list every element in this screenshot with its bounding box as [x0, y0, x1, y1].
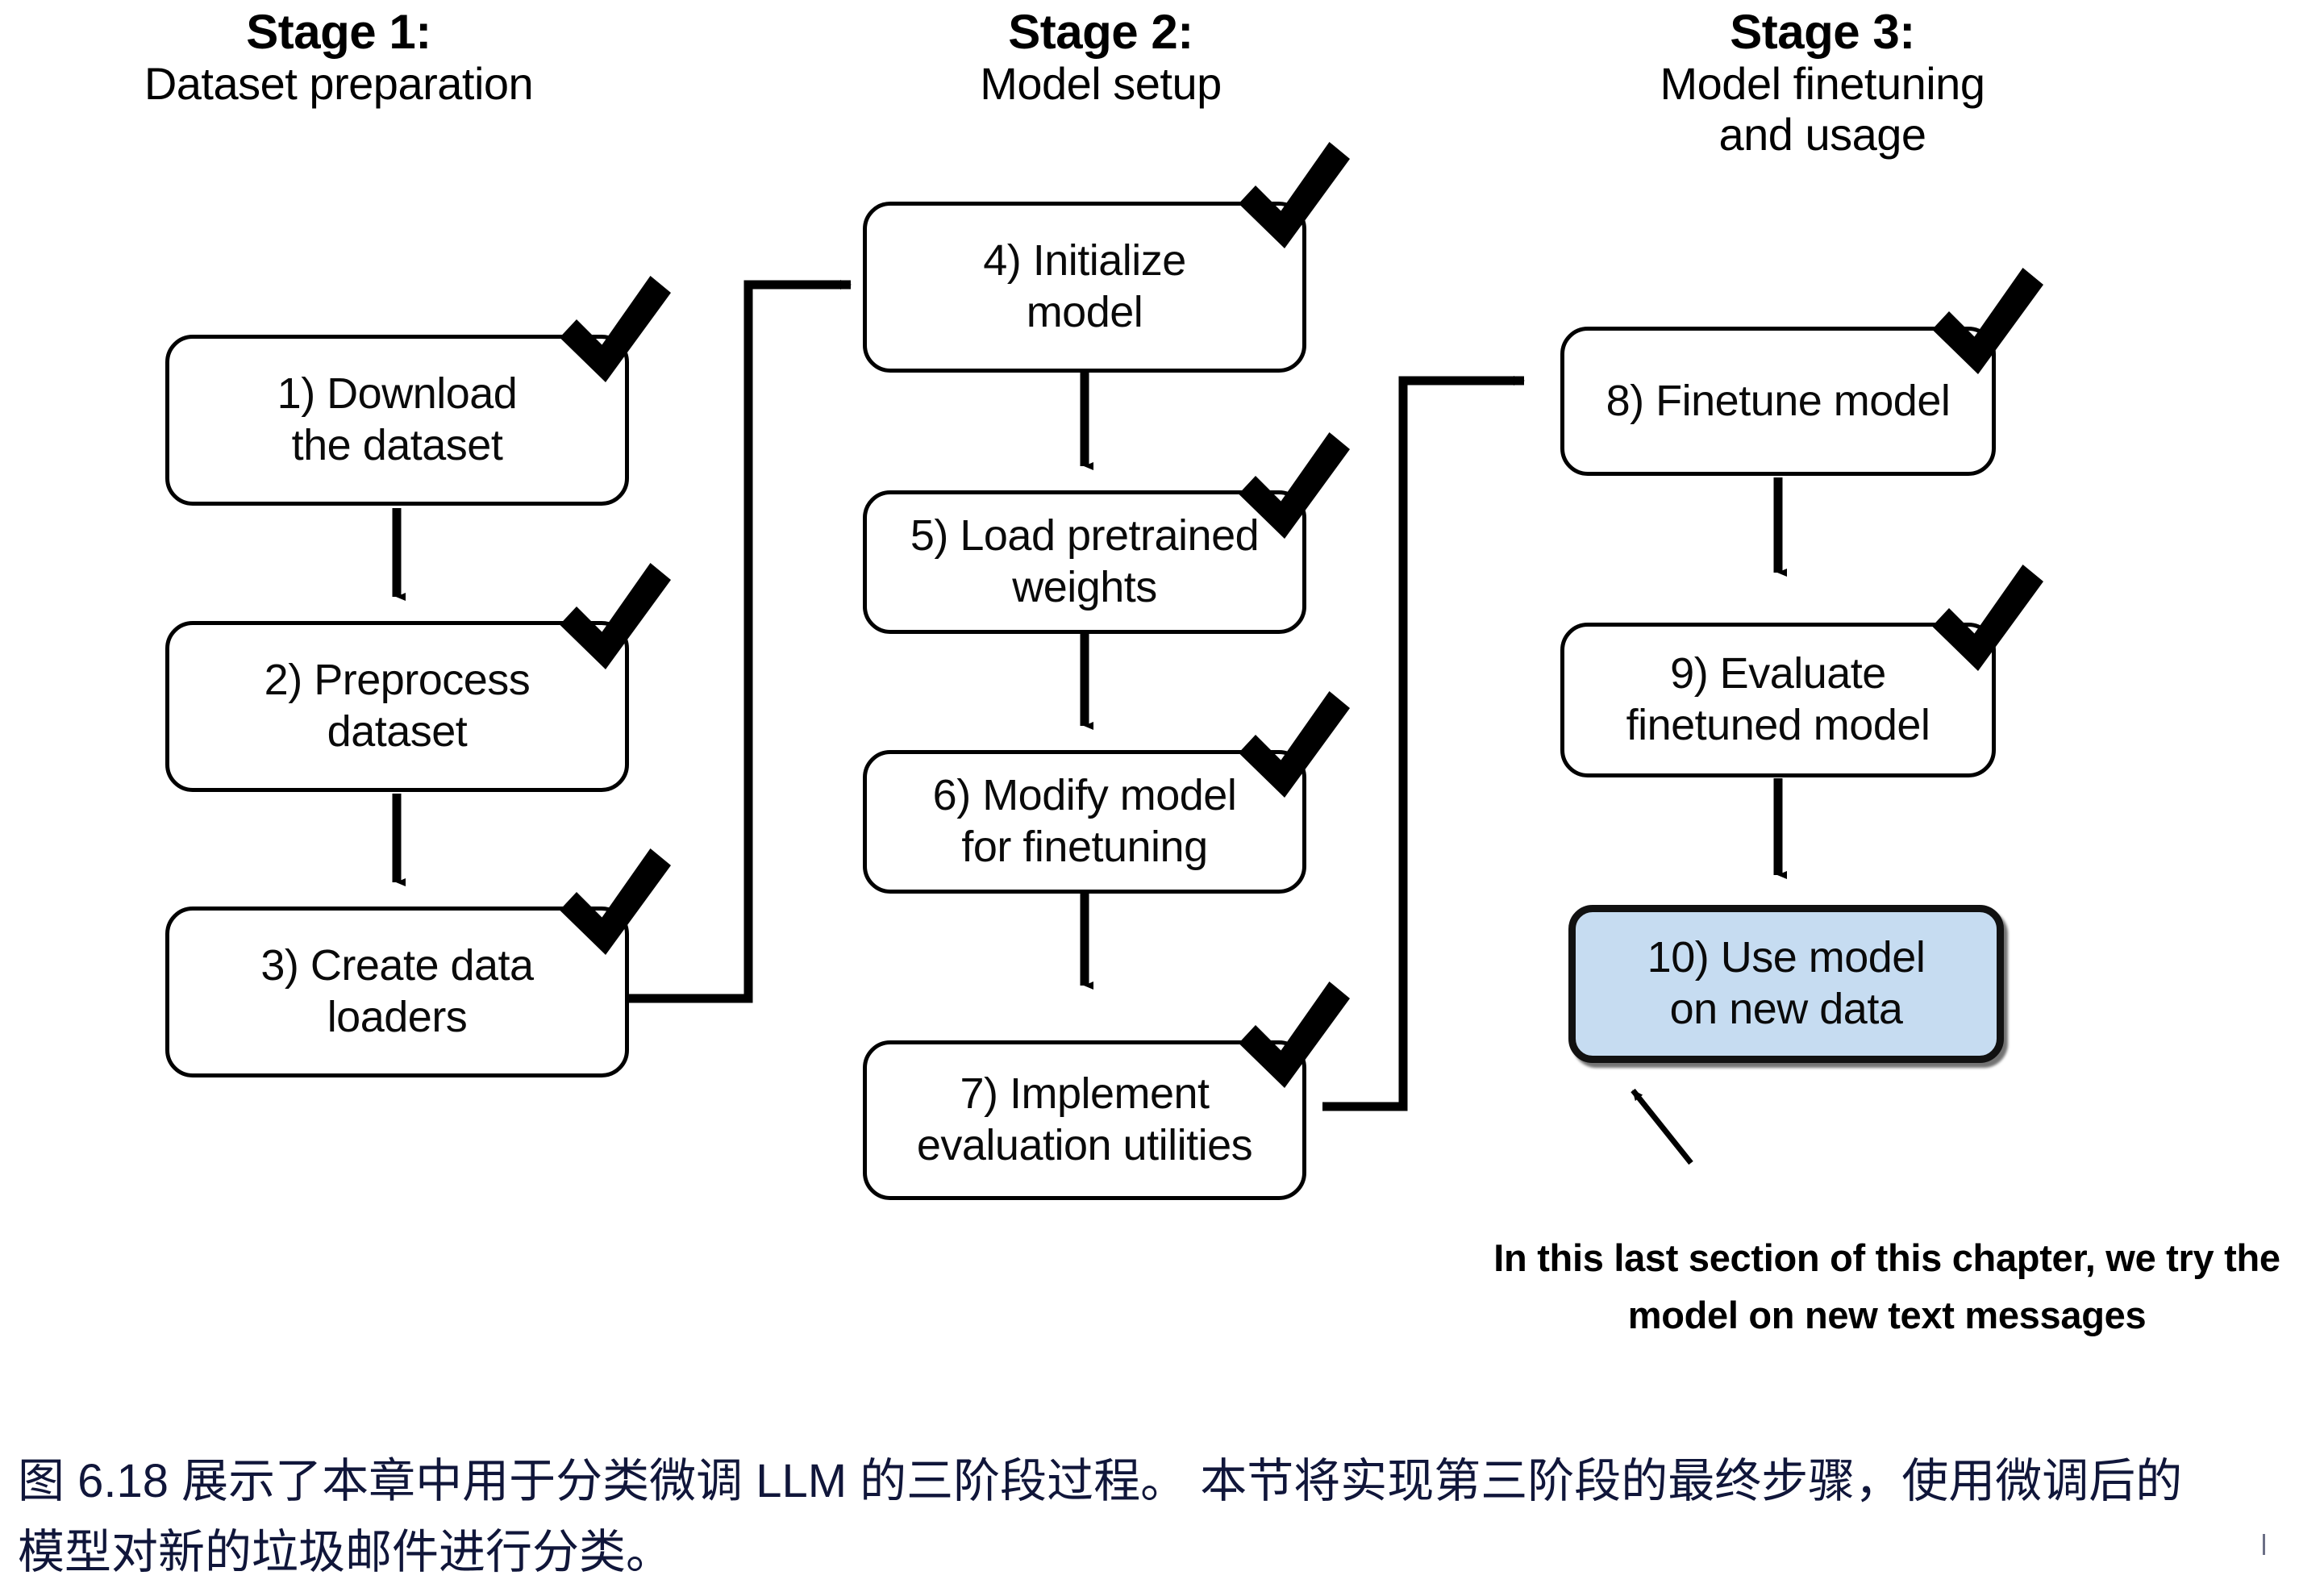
flow-connectors — [392, 280, 1787, 1165]
annotation-pointer-arrow — [1631, 1088, 1693, 1165]
step-5-line-1: 5) Load pretrained — [910, 511, 1260, 561]
step-9-box[interactable]: 9) Evaluate finetuned model — [1560, 623, 1996, 777]
step-7-box[interactable]: 7) Implement evaluation utilities — [863, 1040, 1306, 1200]
step-8-box[interactable]: 8) Finetune model — [1560, 327, 1996, 476]
stage-3-subtitle-line-1: Model finetuning — [1660, 58, 1985, 110]
page-edge-tick — [2263, 1534, 2265, 1555]
step-5-box[interactable]: 5) Load pretrained weights — [863, 490, 1306, 634]
annotation-line-1: In this last section of this chapter, we… — [1493, 1236, 2280, 1279]
step-2-line-1: 2) Preprocess — [264, 656, 531, 705]
step-1-line-2: the dataset — [291, 421, 503, 469]
annotation-text: In this last section of this chapter, we… — [1460, 1230, 2314, 1344]
step-3-box[interactable]: 3) Create data loaders — [165, 907, 629, 1077]
step-1-line-1: 1) Download — [277, 369, 518, 419]
step-4-line-1: 4) Initialize — [983, 236, 1186, 286]
step-10-box[interactable]: 10) Use model on new data — [1568, 905, 2004, 1063]
stage-3-title: Stage 3: — [1730, 5, 1915, 59]
step-4-box[interactable]: 4) Initialize model — [863, 202, 1306, 373]
step-2-box[interactable]: 2) Preprocess dataset — [165, 621, 629, 792]
connector-step3-to-step4 — [627, 280, 852, 1003]
step-9-line-1: 9) Evaluate — [1670, 649, 1886, 698]
step-4-line-2: model — [1026, 288, 1143, 336]
step-6-line-2: for finetuning — [961, 823, 1208, 871]
step-3-line-1: 3) Create data — [260, 941, 534, 990]
stage-1-subtitle: Dataset preparation — [144, 58, 534, 110]
annotation-line-2: model on new text messages — [1627, 1293, 2147, 1336]
caption-line-1: 图 6.18 展示了本章中用于分类微调 LLM 的三阶段过程。 本节将实现第三阶… — [18, 1455, 2183, 1507]
step-8-line-1: 8) Finetune model — [1606, 376, 1951, 425]
stage-2-title: Stage 2: — [1008, 5, 1193, 59]
connector-step7-to-step8 — [1322, 376, 1525, 1111]
step-5-line-2: weights — [1012, 563, 1157, 611]
step-7-line-1: 7) Implement — [960, 1069, 1210, 1119]
step-7-line-2: evaluation utilities — [916, 1121, 1253, 1169]
step-3-line-2: loaders — [327, 993, 468, 1041]
stage-3-subtitle-line-2: and usage — [1718, 108, 1926, 160]
step-6-line-1: 6) Modify model — [932, 771, 1237, 820]
stage-1-title: Stage 1: — [246, 5, 431, 59]
stage-header-1: Stage 1: Dataset preparation — [81, 5, 597, 110]
stage-header-3: Stage 3: Model finetuning and usage — [1548, 5, 2097, 160]
step-6-box[interactable]: 6) Modify model for finetuning — [863, 750, 1306, 894]
step-10-line-2: on new data — [1669, 985, 1903, 1033]
step-10-line-1: 10) Use model — [1647, 933, 1926, 982]
caption-line-2: 模型对新的垃圾邮件进行分类。 — [18, 1526, 673, 1579]
step-1-box[interactable]: 1) Download the dataset — [165, 335, 629, 506]
step-9-line-2: finetuned model — [1626, 701, 1930, 749]
stage-2-subtitle: Model setup — [980, 58, 1222, 110]
step-2-line-2: dataset — [327, 707, 468, 756]
figure-caption: 图 6.18 展示了本章中用于分类微调 LLM 的三阶段过程。 本节将实现第三阶… — [18, 1446, 2308, 1588]
stage-header-2: Stage 2: Model setup — [843, 5, 1359, 110]
